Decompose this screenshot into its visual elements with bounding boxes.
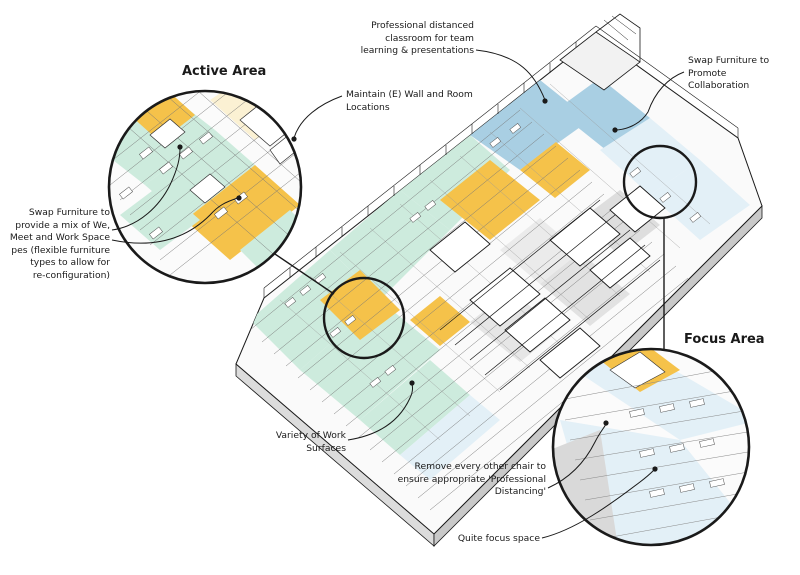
- maintain-wall-annotation: Maintain (E) Wall and Room Locations: [346, 89, 473, 113]
- remove-chair-annotation: Remove every other chair to ensure appro…: [397, 461, 546, 498]
- work-surfaces-annotation: Variety of Work Surfaces: [275, 430, 346, 454]
- swap-furniture-mix-annotation: Swap Furniture to provide a mix of We, M…: [9, 207, 110, 281]
- focus-area-zoom: [551, 347, 751, 547]
- active-area-heading: Active Area: [182, 64, 267, 79]
- classroom-annotation: Professional distanced classroom for tea…: [360, 20, 474, 57]
- leader-lines: [111, 49, 685, 539]
- swap-collaboration-annotation: Swap Furniture to Promote Collaboration: [688, 55, 770, 92]
- active-area-marker: [322, 276, 406, 360]
- quiet-focus-annotation: Quite focus space: [457, 533, 540, 544]
- leader-dots: [177, 98, 658, 472]
- active-area-zoom: [107, 89, 303, 285]
- focus-area-marker: [622, 144, 698, 220]
- focus-area-heading: Focus Area: [684, 332, 765, 347]
